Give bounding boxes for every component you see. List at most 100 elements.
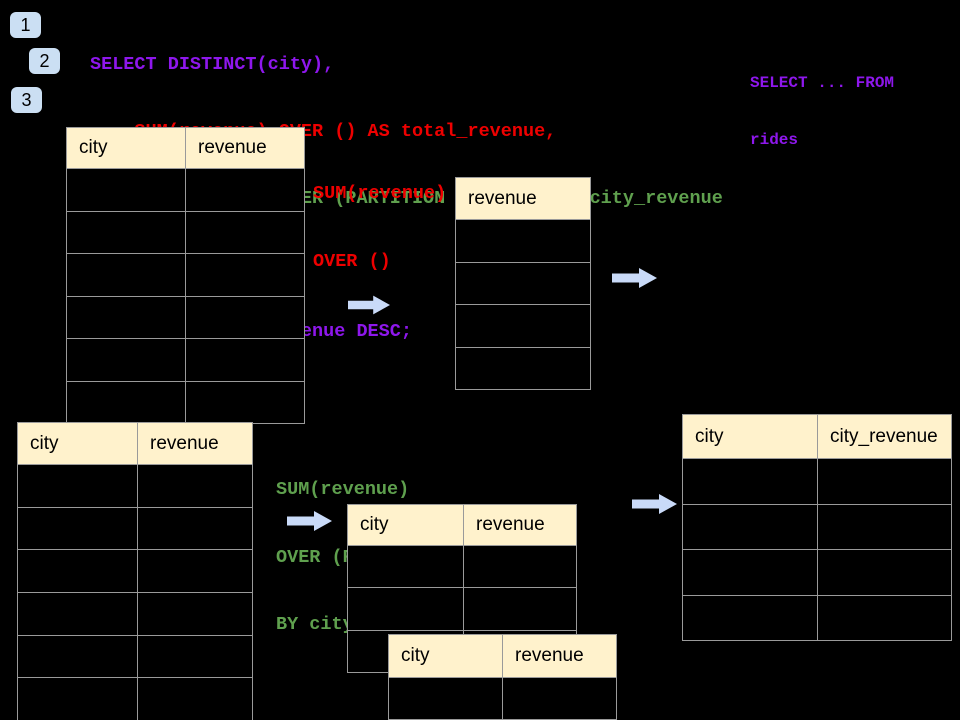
empty-cell bbox=[817, 594, 952, 641]
column-header-city: city bbox=[17, 422, 138, 465]
table-row bbox=[347, 544, 577, 589]
step-badge-2-label: 2 bbox=[39, 51, 50, 71]
empty-cell bbox=[66, 295, 186, 339]
empty-cell bbox=[817, 549, 952, 596]
table-source-bottom: city revenue bbox=[17, 422, 253, 720]
empty-cell bbox=[682, 594, 818, 641]
annotation-total-revenue-line-2: OVER () bbox=[313, 250, 391, 272]
table-row bbox=[682, 458, 952, 505]
empty-cell bbox=[817, 458, 952, 505]
empty-cell bbox=[185, 380, 305, 424]
table-row bbox=[682, 503, 952, 550]
table-row bbox=[682, 549, 952, 596]
empty-cell bbox=[455, 219, 591, 263]
table-row bbox=[66, 253, 305, 297]
side-note-line-2: rides bbox=[750, 131, 799, 149]
table-row bbox=[66, 295, 305, 339]
flow-arrow-icon bbox=[287, 511, 332, 531]
empty-cell bbox=[17, 634, 138, 679]
table-header-row: city revenue bbox=[66, 127, 305, 169]
table-row bbox=[455, 219, 591, 263]
step-badge-1-label: 1 bbox=[20, 15, 31, 35]
empty-cell bbox=[66, 210, 186, 254]
column-header-city: city bbox=[347, 504, 464, 546]
empty-cell bbox=[682, 549, 818, 596]
annotation-total-revenue-line-1: SUM(revenue) bbox=[313, 183, 447, 204]
table-row bbox=[17, 549, 253, 594]
empty-cell bbox=[682, 458, 818, 505]
step-badge-1: 1 bbox=[10, 12, 41, 38]
table-row bbox=[17, 592, 253, 636]
sql-line-select: SELECT DISTINCT(city), bbox=[90, 54, 335, 76]
empty-cell bbox=[455, 346, 591, 390]
empty-cell bbox=[17, 677, 138, 720]
side-note-line-1: SELECT ... FROM bbox=[750, 74, 895, 92]
column-header-revenue: revenue bbox=[185, 127, 305, 169]
empty-cell bbox=[137, 677, 253, 720]
empty-cell bbox=[137, 464, 253, 508]
empty-cell bbox=[463, 587, 577, 631]
empty-cell bbox=[185, 253, 305, 297]
table-city-revenue-result: city city_revenue bbox=[682, 414, 952, 641]
empty-cell bbox=[66, 380, 186, 424]
flow-arrow-icon bbox=[632, 494, 677, 514]
table-row bbox=[17, 464, 253, 508]
side-note: SELECT ... FROM rides bbox=[750, 36, 894, 188]
annotation-total-revenue: SUM(revenue) OVER () bbox=[313, 138, 446, 318]
column-header-city-revenue: city_revenue bbox=[817, 414, 952, 459]
step-badge-3: 3 bbox=[11, 87, 42, 113]
table-source-top: city revenue bbox=[66, 127, 305, 424]
table-row bbox=[66, 380, 305, 424]
empty-cell bbox=[66, 338, 186, 382]
empty-cell bbox=[463, 544, 577, 589]
empty-cell bbox=[17, 592, 138, 636]
empty-cell bbox=[455, 261, 591, 305]
table-row bbox=[347, 587, 577, 631]
step-badge-3-label: 3 bbox=[21, 90, 32, 110]
empty-cell bbox=[137, 634, 253, 679]
table-row bbox=[17, 506, 253, 551]
empty-cell bbox=[66, 253, 186, 297]
table-row bbox=[66, 338, 305, 382]
table-row bbox=[66, 168, 305, 212]
empty-cell bbox=[137, 549, 253, 594]
empty-cell bbox=[17, 549, 138, 594]
table-partition-overlap: city revenue bbox=[388, 634, 617, 720]
column-header-city: city bbox=[388, 634, 503, 678]
empty-cell bbox=[17, 464, 138, 508]
table-header-row: city revenue bbox=[347, 504, 577, 546]
table-header-row: city revenue bbox=[17, 422, 253, 465]
empty-cell bbox=[185, 295, 305, 339]
table-row bbox=[17, 677, 253, 720]
table-row bbox=[388, 677, 617, 720]
column-header-revenue: revenue bbox=[455, 177, 591, 220]
empty-cell bbox=[185, 168, 305, 212]
empty-cell bbox=[185, 210, 305, 254]
empty-cell bbox=[388, 677, 503, 720]
table-row bbox=[455, 304, 591, 348]
empty-cell bbox=[817, 503, 952, 550]
step-badge-2: 2 bbox=[29, 48, 60, 74]
table-header-row: city city_revenue bbox=[682, 414, 952, 459]
empty-cell bbox=[347, 587, 464, 631]
table-total-result: revenue bbox=[455, 177, 591, 390]
table-row bbox=[455, 261, 591, 305]
empty-cell bbox=[185, 338, 305, 382]
table-row bbox=[17, 634, 253, 679]
flow-arrow-icon bbox=[348, 295, 390, 315]
table-row bbox=[66, 210, 305, 254]
empty-cell bbox=[137, 506, 253, 551]
empty-cell bbox=[455, 304, 591, 348]
empty-cell bbox=[347, 544, 464, 589]
annotation-partition-line-1: SUM(revenue) bbox=[276, 479, 410, 500]
empty-cell bbox=[66, 168, 186, 212]
empty-cell bbox=[502, 677, 617, 720]
flow-arrow-icon bbox=[612, 268, 657, 288]
table-header-row: revenue bbox=[455, 177, 591, 220]
column-header-revenue: revenue bbox=[502, 634, 617, 678]
empty-cell bbox=[17, 506, 138, 551]
column-header-revenue: revenue bbox=[137, 422, 253, 465]
column-header-city: city bbox=[66, 127, 186, 169]
table-header-row: city revenue bbox=[388, 634, 617, 678]
